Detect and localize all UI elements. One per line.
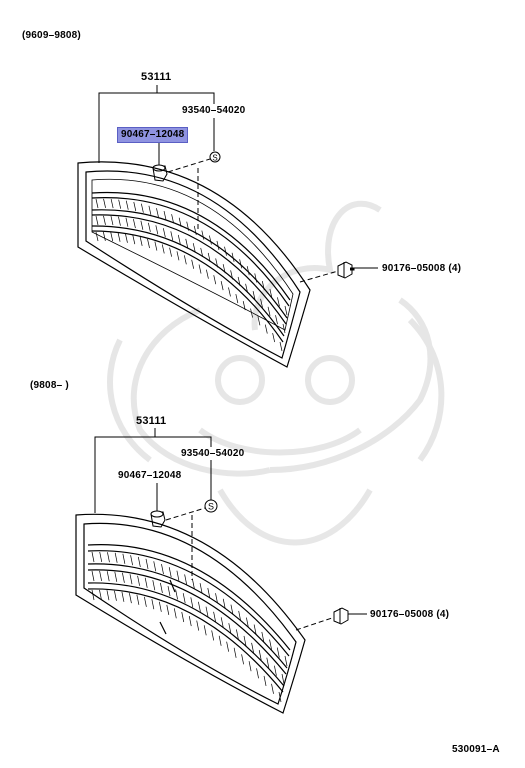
screw-2-icon (150, 510, 166, 528)
section-1-range: (9609–9808) (22, 30, 81, 41)
nut-1-icon (337, 261, 355, 279)
grille-1-slats (95, 198, 288, 352)
grille-2-slats (91, 551, 288, 703)
section-2-range: (9808– ) (30, 380, 69, 391)
nut-2-icon (333, 607, 349, 625)
section-2-screw-part[interactable]: 90467–12048 (118, 470, 182, 481)
grille-2 (75, 513, 306, 714)
watermark-logo (107, 200, 445, 546)
section-1-nut-part: 90176–05008 (4) (382, 263, 462, 274)
section-2-main-part: 53111 (136, 415, 167, 427)
section-2-clip-part: 93540–54020 (181, 448, 245, 459)
grille-2-callouts (94, 428, 367, 631)
diagram-code: 530091–A (452, 744, 500, 755)
clip-2-icon (204, 499, 218, 513)
section-1-clip-part: 93540–54020 (182, 105, 246, 116)
section-2-nut-part: 90176–05008 (4) (370, 609, 450, 620)
clip-2-symbol: S (208, 502, 214, 512)
clip-1-icon (209, 151, 221, 163)
grille-1 (77, 161, 311, 368)
clip-1-symbol: S (212, 154, 217, 163)
section-1-screw-part[interactable]: 90467–12048 (117, 127, 189, 143)
section-1-main-part: 53111 (141, 71, 172, 83)
screw-1-icon (152, 164, 168, 182)
